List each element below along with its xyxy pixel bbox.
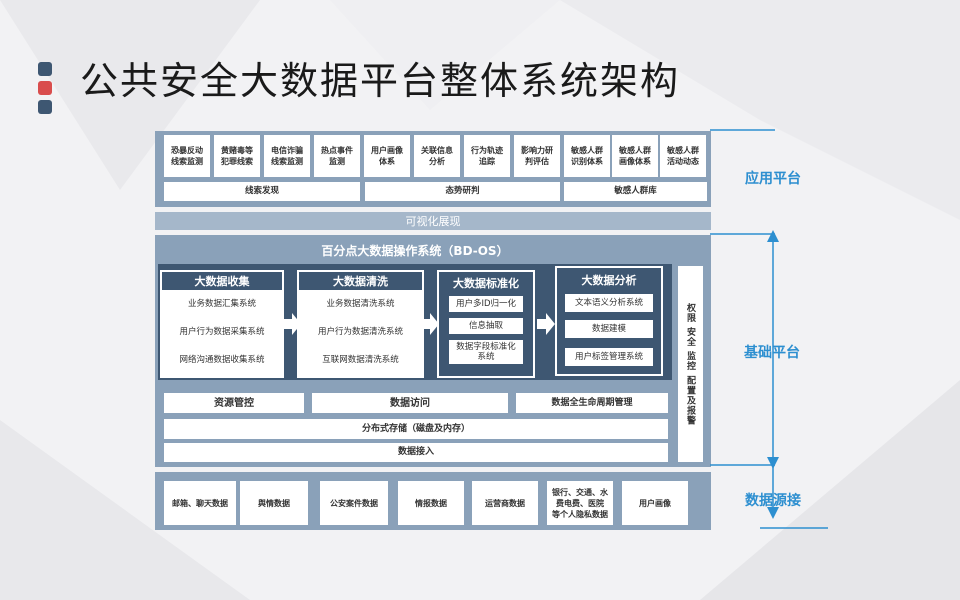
collect-item: 业务数据汇集系统 bbox=[187, 299, 256, 309]
proc-standardize-body: 用户多ID归一化 信息抽取 数据字段标准化 系统 bbox=[439, 294, 533, 376]
clean-item: 互联网数据清洗系统 bbox=[322, 355, 399, 365]
bdos-title: 百分点大数据操作系统（BD-OS） bbox=[321, 243, 509, 258]
data-source-cell: 舆情数据 bbox=[240, 481, 308, 525]
data-source-cell: 银行、交通、水 费电费、医院 等个人隐私数据 bbox=[547, 481, 613, 525]
data-source-cell: 运营商数据 bbox=[472, 481, 538, 525]
label-data-source: 数据源接 bbox=[745, 493, 801, 509]
data-source-cell: 邮箱、聊天数据 bbox=[164, 481, 236, 525]
proc-analysis-title: 大数据分析 bbox=[581, 274, 637, 287]
data-source-cell: 情报数据 bbox=[398, 481, 464, 525]
group-sensitive-crowd-library: 敏感人群库 bbox=[564, 182, 707, 201]
label-application-platform: 应用平台 bbox=[745, 171, 801, 187]
permission-security-panel: 权限 安全 监控 配置及报警 bbox=[678, 266, 703, 462]
clean-item: 用户行为数据清洗系统 bbox=[317, 327, 403, 337]
collect-item: 用户行为数据采集系统 bbox=[179, 327, 265, 337]
data-source-cell: 用户画像 bbox=[622, 481, 688, 525]
collect-item: 网络沟通数据收集系统 bbox=[179, 355, 265, 365]
proc-collect-title: 大数据收集 bbox=[194, 275, 250, 288]
permission-security-label: 权限 安全 监控 配置及报警 bbox=[685, 302, 695, 426]
flow-arrow-icon bbox=[283, 313, 301, 335]
proc-clean-body: 业务数据清洗系统 用户行为数据清洗系统 互联网数据清洗系统 bbox=[299, 290, 422, 376]
app-capability-cell: 黄赌毒等 犯罪线索 bbox=[214, 135, 260, 177]
proc-analysis: 大数据分析 文本语义分析系统 数据建模 用户标签管理系统 bbox=[555, 266, 663, 376]
app-capability-cell: 关联信息 分析 bbox=[414, 135, 460, 177]
proc-clean-title: 大数据清洗 bbox=[333, 275, 388, 288]
analysis-item: 用户标签管理系统 bbox=[565, 348, 653, 366]
app-capability-cell: 影响力研 判评估 bbox=[514, 135, 560, 177]
app-capability-cell: 敏感人群 活动动态 bbox=[660, 135, 706, 177]
standard-item: 数据字段标准化 系统 bbox=[449, 340, 523, 364]
title-bullet-top bbox=[38, 62, 52, 76]
app-capability-cell: 用户画像 体系 bbox=[364, 135, 410, 177]
proc-collect-body: 业务数据汇集系统 用户行为数据采集系统 网络沟通数据收集系统 bbox=[162, 290, 282, 376]
title-bullet-bottom bbox=[38, 100, 52, 114]
proc-analysis-body: 文本语义分析系统 数据建模 用户标签管理系统 bbox=[557, 292, 661, 374]
proc-collect: 大数据收集 业务数据汇集系统 用户行为数据采集系统 网络沟通数据收集系统 bbox=[160, 270, 284, 378]
proc-clean: 大数据清洗 业务数据清洗系统 用户行为数据清洗系统 互联网数据清洗系统 bbox=[297, 270, 424, 378]
app-capability-cell: 行为轨迹 追踪 bbox=[464, 135, 510, 177]
app-capability-cell: 恐暴反动 线索监测 bbox=[164, 135, 210, 177]
proc-standardize: 大数据标准化 用户多ID归一化 信息抽取 数据字段标准化 系统 bbox=[437, 270, 535, 378]
analysis-item: 数据建模 bbox=[565, 320, 653, 338]
flow-arrow-icon bbox=[421, 313, 439, 335]
clean-item: 业务数据清洗系统 bbox=[326, 299, 395, 309]
layer-bracket bbox=[710, 129, 828, 529]
data-access: 数据访问 bbox=[312, 393, 508, 413]
proc-standardize-title: 大数据标准化 bbox=[453, 277, 519, 290]
visualization-bar: 可视化展现 bbox=[155, 212, 711, 230]
data-source-cell: 公安案件数据 bbox=[320, 481, 388, 525]
analysis-item: 文本语义分析系统 bbox=[565, 294, 653, 312]
app-capability-cell: 敏感人群 识别体系 bbox=[564, 135, 610, 177]
group-situation-analysis: 态势研判 bbox=[365, 182, 560, 201]
data-lifecycle-management: 数据全生命周期管理 bbox=[516, 393, 668, 413]
standard-item: 信息抽取 bbox=[449, 318, 523, 334]
page-title: 公共安全大数据平台整体系统架构 bbox=[80, 59, 681, 103]
app-capability-cell: 电信诈骗 线索监测 bbox=[264, 135, 310, 177]
standard-item: 用户多ID归一化 bbox=[449, 296, 523, 312]
data-ingest: 数据接入 bbox=[164, 443, 668, 462]
label-base-platform: 基础平台 bbox=[744, 345, 800, 361]
group-clue-discovery: 线索发现 bbox=[164, 182, 360, 201]
distributed-storage: 分布式存储（磁盘及内存） bbox=[164, 419, 668, 439]
title-bullet-mid bbox=[38, 81, 52, 95]
app-capability-cell: 热点事件 监测 bbox=[314, 135, 360, 177]
flow-arrow-icon bbox=[537, 313, 555, 335]
resource-control: 资源管控 bbox=[164, 393, 304, 413]
app-capability-cell: 敏感人群 画像体系 bbox=[612, 135, 658, 177]
